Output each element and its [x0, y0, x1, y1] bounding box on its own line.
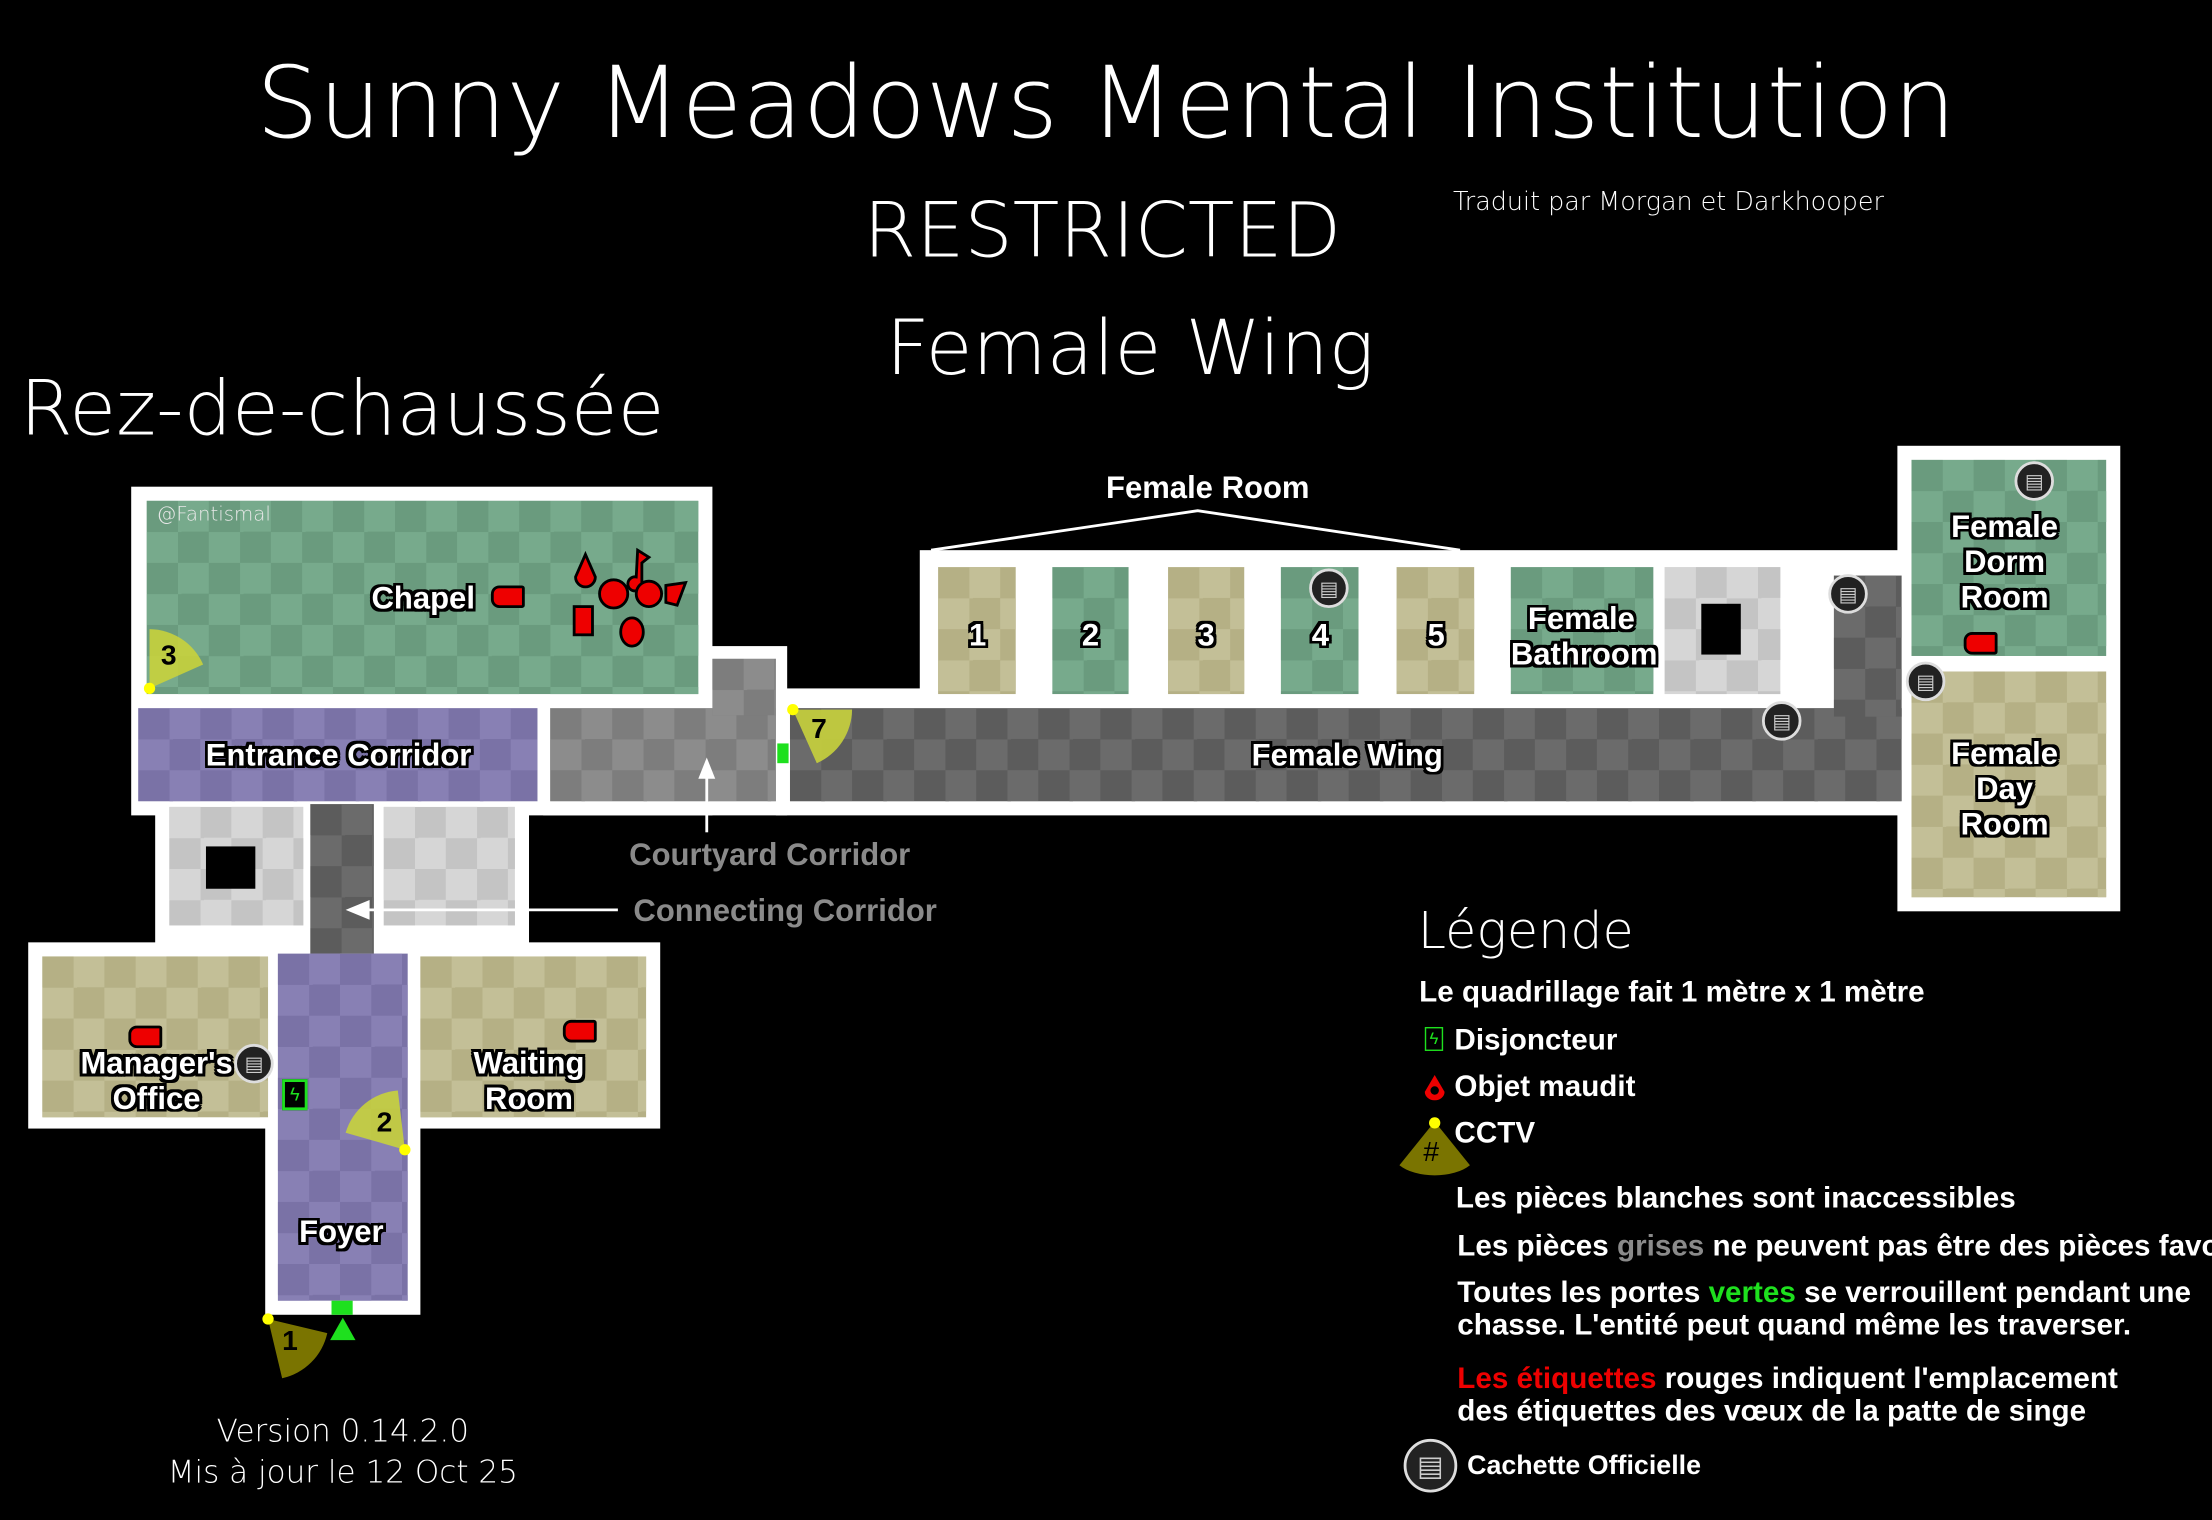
- label-room-1: 1: [968, 617, 987, 653]
- hiding-spot-icon[interactable]: ▤: [234, 1043, 274, 1084]
- monkey-paw-icon: [664, 580, 688, 607]
- version-text: Version 0.14.2.0: [216, 1414, 469, 1451]
- label-waiting-room: Waiting Room: [473, 1045, 585, 1116]
- breaker-legend-icon: ϟ: [1424, 1026, 1444, 1051]
- legend-breaker: Disjoncteur: [1454, 1024, 1618, 1057]
- legend-red-tags: Les étiquettes rouges indiquent l'emplac…: [1457, 1362, 2118, 1428]
- watermark: @Fantismal: [156, 503, 271, 527]
- room-entrance-corridor[interactable]: [138, 708, 538, 802]
- room-female-2[interactable]: [1052, 567, 1129, 695]
- room-female-dorm[interactable]: [1911, 459, 2107, 656]
- floor-title: Rez-de-chaussée: [19, 363, 665, 453]
- monkey-paw-tag-icon[interactable]: [128, 1025, 163, 1049]
- cursed-object-legend-icon: [1424, 1074, 1445, 1101]
- room-female-5[interactable]: [1396, 567, 1475, 695]
- room-female-3[interactable]: [1168, 567, 1245, 695]
- storage-inaccessible: [383, 806, 515, 926]
- label-room-2: 2: [1081, 617, 1100, 653]
- label-foyer: Foyer: [299, 1213, 384, 1250]
- stairwell-west: [169, 806, 304, 926]
- restricted-label: RESTRICTED: [863, 186, 1342, 276]
- label-courtyard-corridor: Courtyard Corridor: [629, 836, 911, 872]
- ouija-planchette-icon: [574, 550, 597, 589]
- monkey-paw-tag-icon[interactable]: [562, 1019, 597, 1043]
- legend-white-rooms: Les pièces blanches sont inaccessibles: [1455, 1182, 2016, 1215]
- room-courtyard-corridor-ext: [712, 658, 776, 716]
- voodoo-doll-icon: [634, 579, 664, 609]
- label-room-3: 3: [1197, 617, 1215, 653]
- room-female-wing[interactable]: [789, 708, 1902, 802]
- cctv-legend-symbol: #: [1423, 1137, 1440, 1169]
- hiding-spot-legend-icon: ▤: [1403, 1438, 1458, 1493]
- label-entrance-corridor: Entrance Corridor: [205, 737, 472, 773]
- green-door: [777, 743, 789, 764]
- tarot-cards-icon: [572, 605, 594, 637]
- breaker-icon[interactable]: ϟ: [282, 1079, 308, 1111]
- credit-text: Traduit par Morgan et Darkhooper: [1453, 187, 1884, 218]
- label-female-room: Female Room: [1105, 469, 1310, 506]
- legend-hiding: Cachette Officielle: [1467, 1451, 1701, 1482]
- hiding-spot-icon[interactable]: ▤: [2014, 461, 2054, 501]
- legend-title: Légende: [1417, 902, 1634, 961]
- label-female-bathroom: Female Bathroom: [1510, 600, 1658, 672]
- room-female-day[interactable]: [1911, 671, 2107, 898]
- label-female-wing: Female Wing: [1251, 737, 1443, 773]
- hiding-spot-icon[interactable]: ▤: [1828, 574, 1868, 614]
- legend-green-doors: Toutes les portes vertes se verrouillent…: [1457, 1276, 2191, 1342]
- label-room-5: 5: [1427, 617, 1445, 653]
- hiding-spot-icon[interactable]: ▤: [1309, 568, 1349, 609]
- monkey-paw-tag-icon[interactable]: [1963, 631, 1998, 655]
- monkey-paw-tag-icon[interactable]: [490, 585, 525, 609]
- legend-grid: Le quadrillage fait 1 mètre x 1 mètre: [1419, 976, 1925, 1009]
- label-managers-office: Manager's Office: [80, 1045, 233, 1116]
- room-female-1[interactable]: [938, 567, 1016, 695]
- room-waiting-room[interactable]: [420, 956, 647, 1118]
- room-courtyard-corridor[interactable]: [550, 708, 776, 802]
- stair-void: [205, 846, 256, 889]
- wing-title: Female Wing: [885, 303, 1375, 393]
- summoning-circle-icon: [598, 578, 630, 610]
- label-female-dorm-room: Female Dorm Room: [1951, 508, 2059, 615]
- haunted-mirror-icon: [619, 616, 645, 648]
- hiding-spot-icon[interactable]: ▤: [1761, 701, 1802, 741]
- cursed-objects: [572, 547, 688, 648]
- label-room-4: 4: [1311, 617, 1330, 653]
- updated-text: Mis à jour le 12 Oct 25: [167, 1455, 518, 1492]
- stair-void: [1701, 603, 1741, 655]
- hiding-spot-icon[interactable]: ▤: [1905, 661, 1946, 702]
- map-title: Sunny Meadows Mental Institution: [256, 45, 1956, 161]
- legend-cctv: CCTV: [1454, 1117, 1536, 1150]
- room-female-bathroom[interactable]: [1510, 567, 1654, 695]
- green-door: [331, 1300, 353, 1315]
- cctv-legend-icon: [1399, 1117, 1470, 1176]
- label-chapel: Chapel: [371, 580, 475, 616]
- legend-gray-rooms: Les pièces grises ne peuvent pas être de…: [1457, 1230, 2212, 1263]
- legend-cursed: Objet maudit: [1454, 1070, 1636, 1104]
- room-connecting-corridor[interactable]: [310, 804, 374, 954]
- label-connecting-corridor: Connecting Corridor: [633, 892, 937, 929]
- entrance-arrow-icon: [330, 1317, 356, 1341]
- label-female-day-room: Female Day Room: [1951, 735, 2059, 842]
- stairwell-east: [1664, 567, 1781, 695]
